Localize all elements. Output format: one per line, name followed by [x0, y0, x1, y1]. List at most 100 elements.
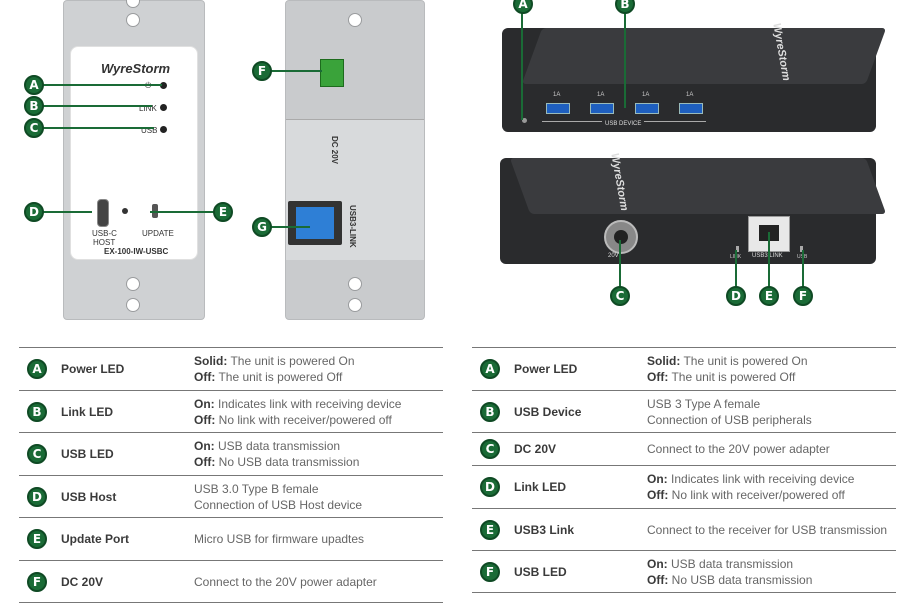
- feature-name: DC 20V: [514, 432, 647, 466]
- usb-port-4: [679, 103, 703, 114]
- feature-name: DC 20V: [61, 560, 194, 603]
- feature-name: Update Port: [61, 517, 194, 561]
- feature-desc: Micro USB for firmware upadtes: [194, 517, 443, 561]
- row-badge: F: [480, 561, 500, 582]
- feature-desc: Connect to the 20V power adapter: [647, 432, 896, 466]
- callout-c-receiver: C: [610, 286, 630, 306]
- usb-port-2: [590, 103, 614, 114]
- row-badge: B: [480, 401, 500, 422]
- feature-name: Power LED: [514, 347, 647, 391]
- feature-desc: Connect to the receiver for USB transmis…: [647, 508, 896, 551]
- power-led: [160, 82, 167, 89]
- wallplate-back: DC 20V USB3-LINK: [285, 0, 425, 320]
- dc-20v-label: 20V: [608, 253, 619, 259]
- table-row: A Power LED Solid: The unit is powered O…: [472, 347, 896, 391]
- row-badge: B: [27, 401, 47, 422]
- wallplate-spec-table: A Power LED Solid: The unit is powered O…: [19, 347, 443, 603]
- port-label-2: 1A: [597, 92, 605, 98]
- feature-name: USB3 Link: [514, 508, 647, 551]
- usb-device-label: USB DEVICE: [602, 121, 645, 127]
- row-badge: C: [27, 444, 47, 464]
- callout-c: C: [24, 118, 44, 138]
- power-led: [522, 118, 527, 123]
- dc-jack: [604, 220, 638, 254]
- callout-b: B: [24, 96, 44, 116]
- table-row: D Link LED On: Indicates link with recei…: [472, 465, 896, 509]
- port-label-3: 1A: [642, 92, 650, 98]
- feature-name: USB LED: [514, 550, 647, 593]
- power-led-label: ⏻: [145, 81, 151, 91]
- receiver-front: WyreStorm 1A 1A 1A 1A USB DEVICE: [502, 22, 887, 132]
- row-badge: D: [480, 477, 500, 497]
- feature-name: Link LED: [61, 390, 194, 433]
- feature-name: USB LED: [61, 432, 194, 476]
- feature-name: USB Device: [514, 390, 647, 433]
- dc-label: DC 20V: [330, 136, 339, 165]
- feature-name: USB Host: [61, 475, 194, 518]
- usbc-label: USB-C: [92, 229, 117, 238]
- feature-desc: Connect to the 20V power adapter: [194, 560, 443, 603]
- feature-desc: On: Indicates link with receiving device…: [647, 465, 896, 509]
- dc-terminal: [320, 59, 344, 87]
- port-label-4: 1A: [686, 92, 694, 98]
- link-led-label: LINK: [139, 104, 157, 113]
- screw-hole-icon: [348, 277, 362, 291]
- row-badge: E: [480, 519, 500, 540]
- screw-hole-icon: [348, 298, 362, 312]
- usb3-link-label: USB3-LINK: [348, 205, 357, 248]
- usb3-link-label: USB3 LINK: [752, 253, 783, 259]
- callout-a-receiver: A: [513, 0, 533, 14]
- brand-logo: WyreStorm: [101, 61, 171, 76]
- usb-port-1: [546, 103, 570, 114]
- wallplate-front: WyreStorm ⏻ LINK USB USB-C HOST UPDATE E…: [63, 0, 205, 320]
- callout-d: D: [24, 202, 44, 222]
- table-row: E Update Port Micro USB for firmware upa…: [19, 517, 443, 561]
- table-row: F DC 20V Connect to the 20V power adapte…: [19, 560, 443, 603]
- feature-name: Power LED: [61, 347, 194, 391]
- callout-g: G: [252, 217, 272, 237]
- row-badge: E: [27, 529, 47, 549]
- table-row: B Link LED On: Indicates link with recei…: [19, 390, 443, 433]
- screw-hole-icon: [126, 277, 140, 291]
- callout-e: E: [213, 202, 233, 222]
- faceplate: WyreStorm ⏻ LINK USB USB-C HOST UPDATE E…: [70, 46, 198, 260]
- callout-d-receiver: D: [726, 286, 746, 306]
- usb-led-label: USB: [141, 126, 158, 135]
- row-badge: C: [480, 439, 500, 459]
- callout-b-receiver: B: [615, 0, 635, 14]
- receiver-back: WyreStorm 20V LINK USB3 LINK USB: [500, 152, 887, 264]
- port-label-1: 1A: [553, 92, 561, 98]
- table-row: C DC 20V Connect to the 20V power adapte…: [472, 432, 896, 466]
- screw-hole-icon: [126, 13, 140, 27]
- link-led: [736, 246, 739, 252]
- callout-e-receiver: E: [759, 286, 779, 306]
- rj45-port: [288, 201, 342, 245]
- usb-port-3: [635, 103, 659, 114]
- table-row: E USB3 Link Connect to the receiver for …: [472, 508, 896, 551]
- screw-hole-icon: [348, 13, 362, 27]
- update-label: UPDATE: [142, 229, 174, 238]
- usb-led: [800, 246, 803, 252]
- reset-pinhole: [122, 208, 128, 214]
- receiver-spec-table: A Power LED Solid: The unit is powered O…: [472, 347, 896, 593]
- model-label: EX-100-IW-USBC: [104, 247, 169, 256]
- usbc-port: [97, 199, 109, 227]
- row-badge: A: [480, 359, 500, 379]
- row-badge: A: [27, 359, 47, 379]
- usb-led: [160, 126, 167, 133]
- callout-f-receiver: F: [793, 286, 813, 306]
- link-led: [160, 104, 167, 111]
- feature-desc: On: Indicates link with receiving device…: [194, 390, 443, 433]
- callout-a: A: [24, 75, 44, 95]
- host-label: HOST: [93, 238, 116, 247]
- callout-f: F: [252, 61, 272, 81]
